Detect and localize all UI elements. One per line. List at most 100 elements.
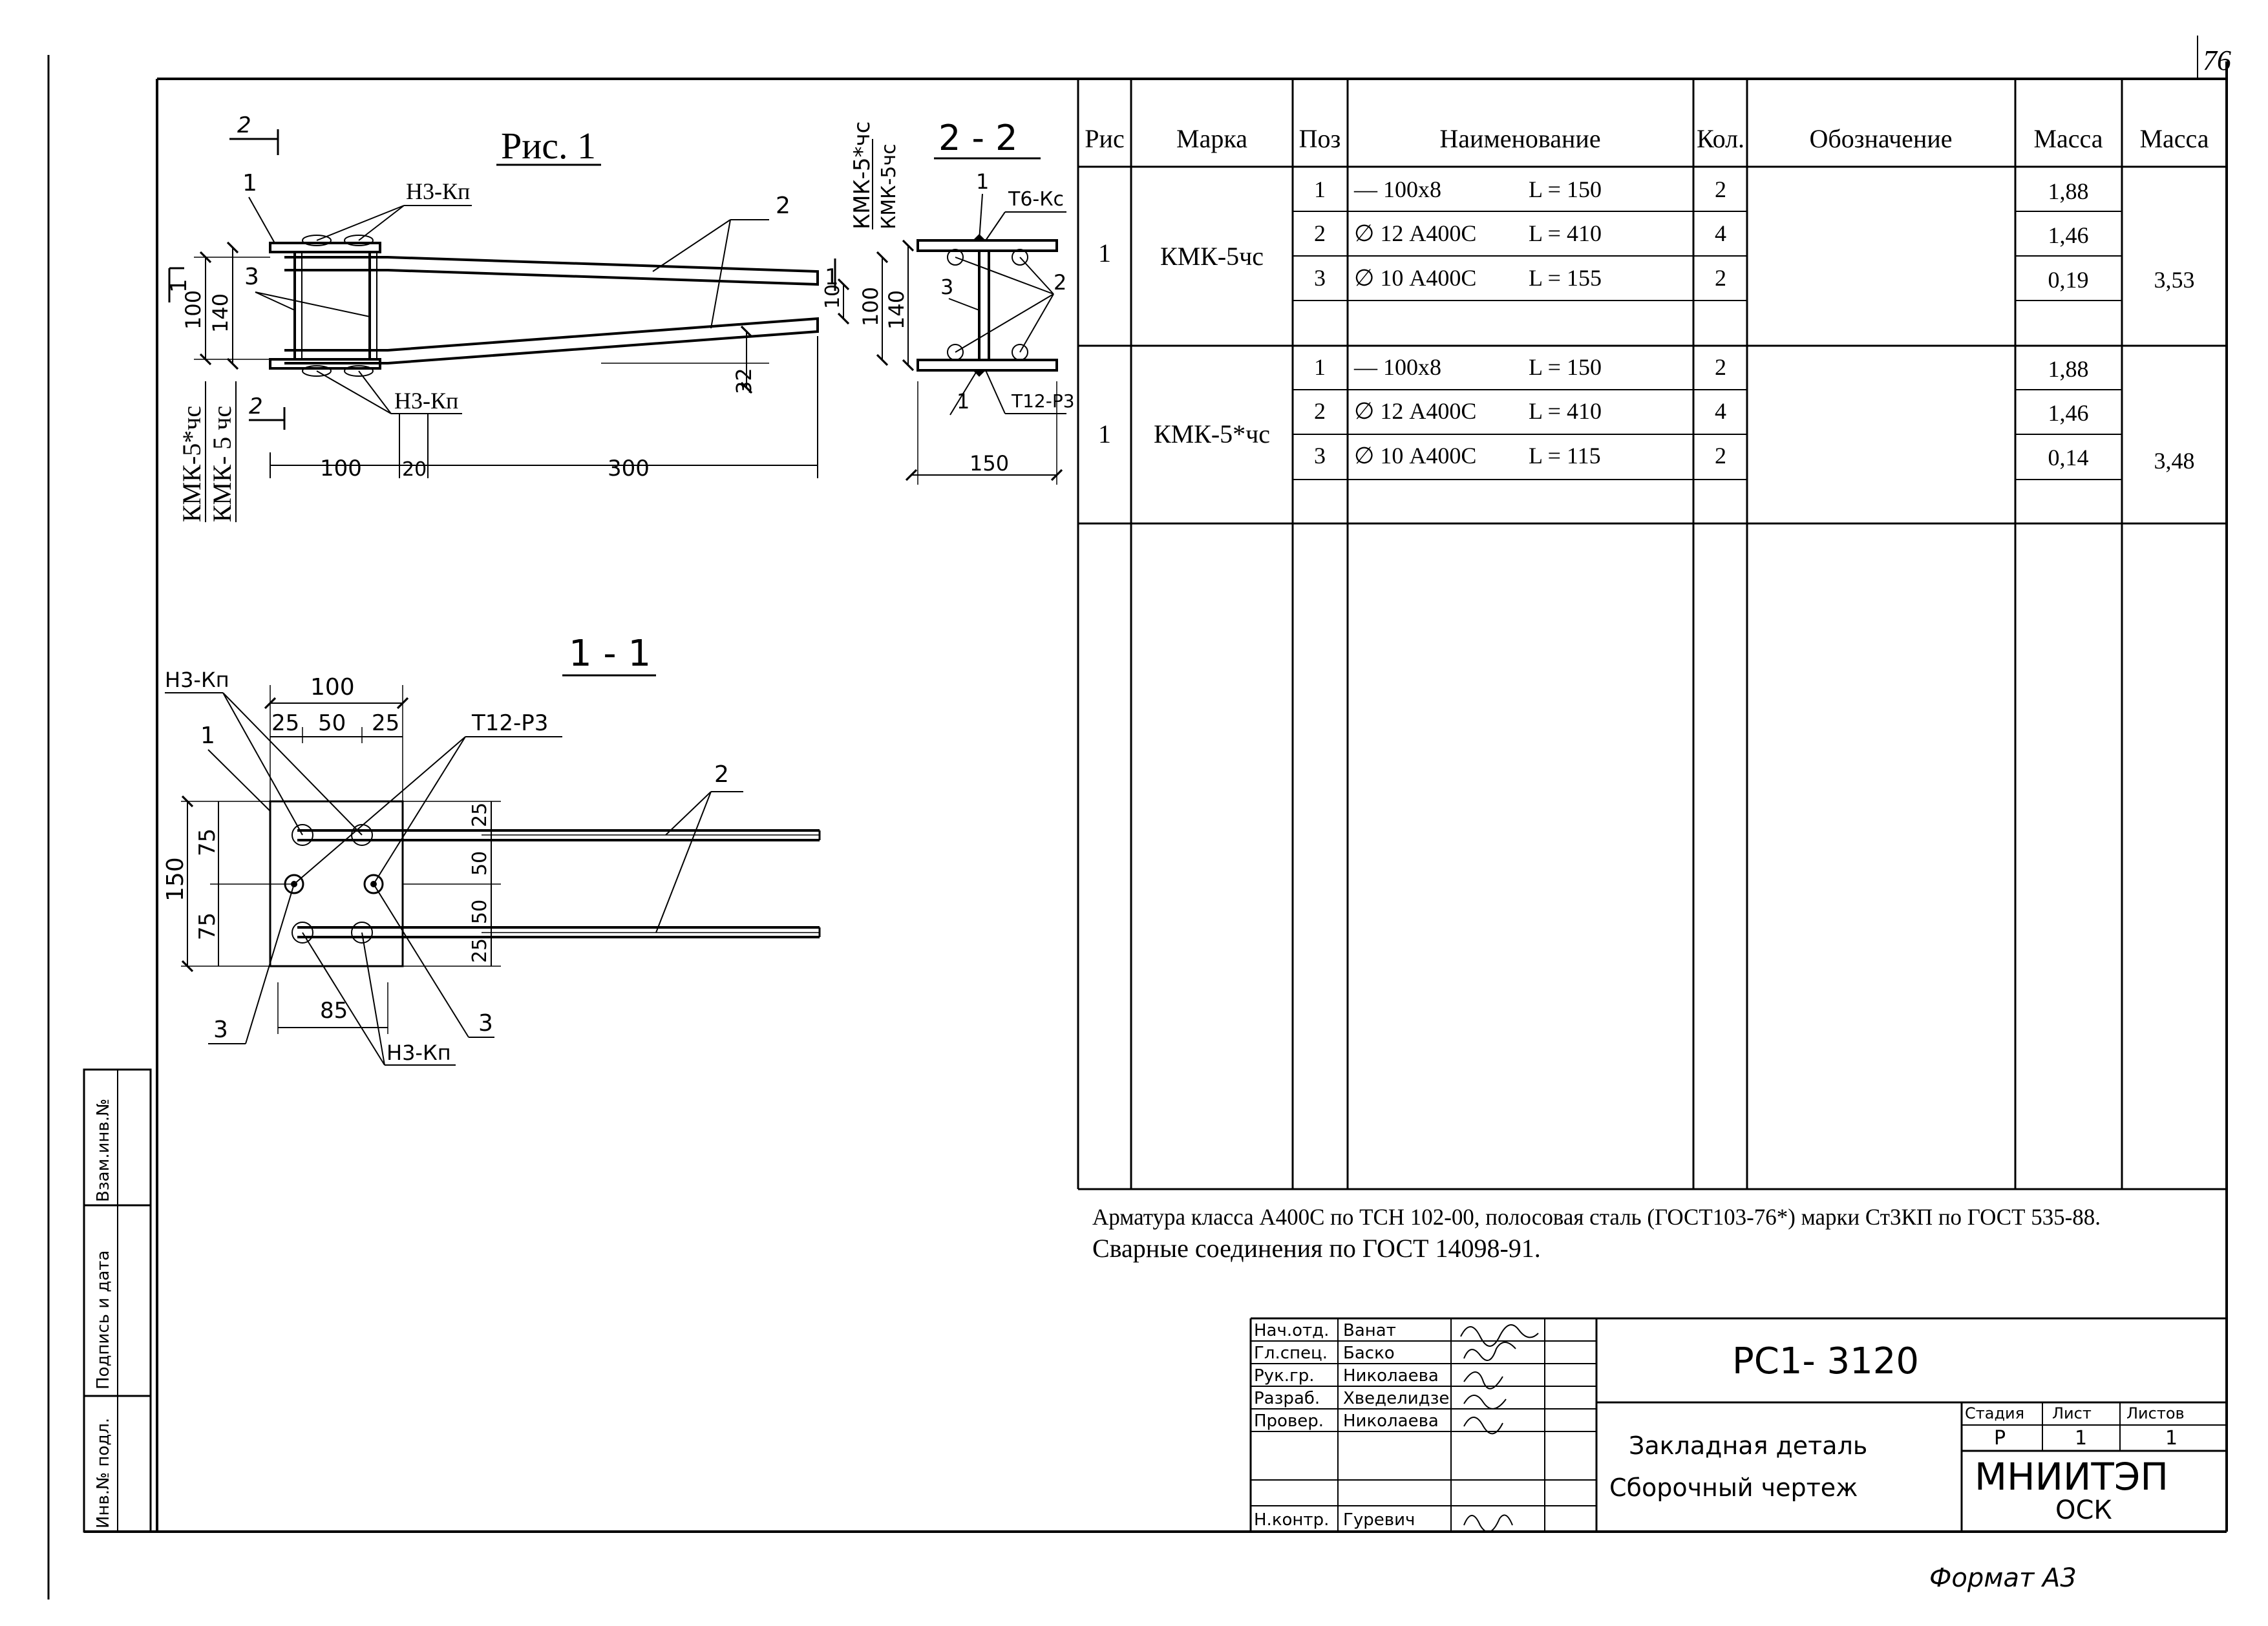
name-group-lead: Николаева (1343, 1366, 1439, 1386)
fig1-dim-10: 10 (821, 284, 844, 309)
group-total-mass: 3,48 (2154, 448, 2195, 474)
fig1-sec1-right: 1 (825, 264, 839, 290)
org-dept: ОСК (2055, 1495, 2112, 1525)
sec11-dim-25b: 25 (372, 710, 399, 736)
table-row: 1 — 100х8 L = 150 2 1,88 (1314, 354, 2089, 382)
fig1-sec2-bottom: 2 (249, 394, 263, 419)
title-line-2: Сборочный чертеж (1609, 1473, 1858, 1502)
title-block (1249, 1317, 2227, 1532)
row-pos: 2 (1314, 220, 1326, 246)
row-qty: 2 (1715, 443, 1726, 469)
sec11-dim-75a: 75 (195, 829, 220, 856)
row-length: L = 155 (1529, 265, 1602, 291)
fig1-dim-100: 100 (320, 456, 362, 481)
sec11-dim-75b: 75 (195, 913, 220, 940)
col-header-mass-unit: Масса (2033, 124, 2103, 153)
figure-1: Рис. 1 2 2 1 1 1 3 (166, 112, 850, 522)
title-line-1: Закладная деталь (1629, 1431, 1867, 1460)
sec22-plate-bottom (917, 359, 1058, 372)
row-mass: 0,19 (2048, 267, 2089, 293)
fig1-dim-140v: 140 (208, 293, 233, 333)
col-header-qty: Кол. (1697, 124, 1744, 153)
table-row: 3 ∅ 10 А400С L = 155 2 0,19 (1314, 265, 2089, 293)
fig1-mark-vert-2: КМК- 5 чс (207, 406, 237, 522)
col-header-mark: Марка (1176, 124, 1247, 153)
sheets-value: 1 (2165, 1427, 2178, 1450)
row-length: L = 150 (1529, 354, 1602, 380)
strip-inv-original: Инв.№ подл. (94, 1418, 113, 1528)
sec22-weld-bottom: Т12-Р3 (1011, 390, 1075, 412)
spec-table-header: Рис Марка Поз Наименование Кол. Обозначе… (1085, 124, 2209, 153)
fig1-sec2-top: 2 (237, 112, 251, 138)
row-name: — 100х8 (1353, 354, 1441, 380)
fig1-sec1-left: 1 (166, 279, 192, 293)
spec-group-2: 1 КМК-5*чс 3,48 1 — 100х8 L = 150 2 1,88… (1098, 354, 2195, 474)
sec22-mark-vert-1: КМК-5*чс (849, 121, 875, 229)
col-header-mass-total: Масса (2139, 124, 2209, 153)
row-length: L = 115 (1529, 443, 1601, 469)
sec11-pos-3-right: 3 (478, 1010, 493, 1037)
sec11-dim-r50a: 50 (469, 851, 491, 876)
sec11-dim-r50b: 50 (469, 900, 491, 924)
group-fig: 1 (1098, 238, 1111, 268)
section-1-1: 1 - 1 100 25 50 25 150 75 75 (162, 633, 821, 1066)
row-qty: 2 (1715, 265, 1726, 291)
table-row: 1 — 100х8 L = 150 2 1,88 (1314, 176, 2089, 204)
sec22-pos-3: 3 (940, 275, 953, 299)
row-qty: 4 (1715, 220, 1726, 246)
role-group-lead: Рук.гр. (1254, 1366, 1314, 1386)
sec11-dim-85: 85 (320, 998, 348, 1024)
row-name: — 100х8 (1353, 176, 1441, 202)
sec11-pos-3-left: 3 (213, 1017, 228, 1043)
sheet-frame (47, 36, 2228, 1600)
fig1-dim-20: 20 (402, 458, 427, 481)
fig1-dim-100v: 100 (181, 290, 206, 330)
row-mass: 1,46 (2048, 400, 2089, 426)
sec22-weld-top: Т6-Кс (1008, 188, 1064, 211)
sec11-weld-3: Н3-Кп (387, 1040, 451, 1065)
role-head-dept: Нач.отд. (1254, 1321, 1329, 1340)
row-length: L = 410 (1529, 398, 1602, 424)
sec11-dim-100: 100 (310, 674, 355, 701)
fig1-mark-vert-1: КМК-5*чс (177, 406, 206, 522)
fig1-dim-300: 300 (608, 456, 650, 481)
row-mass: 1,88 (2048, 356, 2089, 382)
sheet-header: Лист (2052, 1404, 2092, 1422)
note-welds: Сварные соединения по ГОСТ 14098-91. (1092, 1234, 1541, 1263)
row-pos: 2 (1314, 398, 1326, 424)
stage-header: Стадия (1965, 1404, 2024, 1422)
sec22-pos-1-top: 1 (976, 169, 989, 194)
name-head-dept: Ванат (1343, 1321, 1396, 1340)
row-qty: 2 (1715, 176, 1726, 202)
row-pos: 3 (1314, 443, 1326, 469)
fig1-pos-3: 3 (244, 264, 259, 290)
sec11-pos-2: 2 (714, 761, 729, 788)
sec11-dim-150v: 150 (162, 857, 189, 902)
sec22-plate-top (917, 239, 1058, 252)
fig1-pos-1: 1 (242, 170, 257, 196)
sec22-dim-100v: 100 (858, 287, 883, 326)
row-pos: 1 (1314, 354, 1326, 380)
notes: Арматура класса А400С по ТСН 102-00, пол… (1092, 1204, 2101, 1263)
fig1-dim-32: 32 (732, 368, 756, 394)
strip-signature-date: Подпись и дата (94, 1251, 113, 1389)
sec11-dim-50: 50 (318, 710, 346, 736)
name-checker: Николаева (1343, 1411, 1439, 1431)
group-mark: КМК-5чс (1160, 242, 1264, 271)
sec11-dim-r25a: 25 (469, 803, 491, 827)
sec11-dim-25a: 25 (271, 710, 299, 736)
group-total-mass: 3,53 (2154, 267, 2195, 293)
row-length: L = 410 (1529, 220, 1602, 246)
left-strip: Взам.инв.№ Подпись и дата Инв.№ подл. (83, 1068, 152, 1533)
row-name: ∅ 10 А400С (1354, 443, 1476, 469)
sec22-title: 2 - 2 (938, 118, 1018, 158)
table-row: 2 ∅ 12 А400С L = 410 4 1,46 (1314, 220, 2089, 248)
role-norm-control: Н.контр. (1254, 1510, 1329, 1530)
sec22-mark-vert-2: КМК-5чс (878, 143, 900, 229)
sec22-dim-140v: 140 (884, 290, 909, 330)
name-norm-control: Гуревич (1343, 1510, 1415, 1530)
row-qty: 4 (1715, 398, 1726, 424)
row-qty: 2 (1715, 354, 1726, 380)
fig1-pos-2: 2 (776, 193, 790, 219)
